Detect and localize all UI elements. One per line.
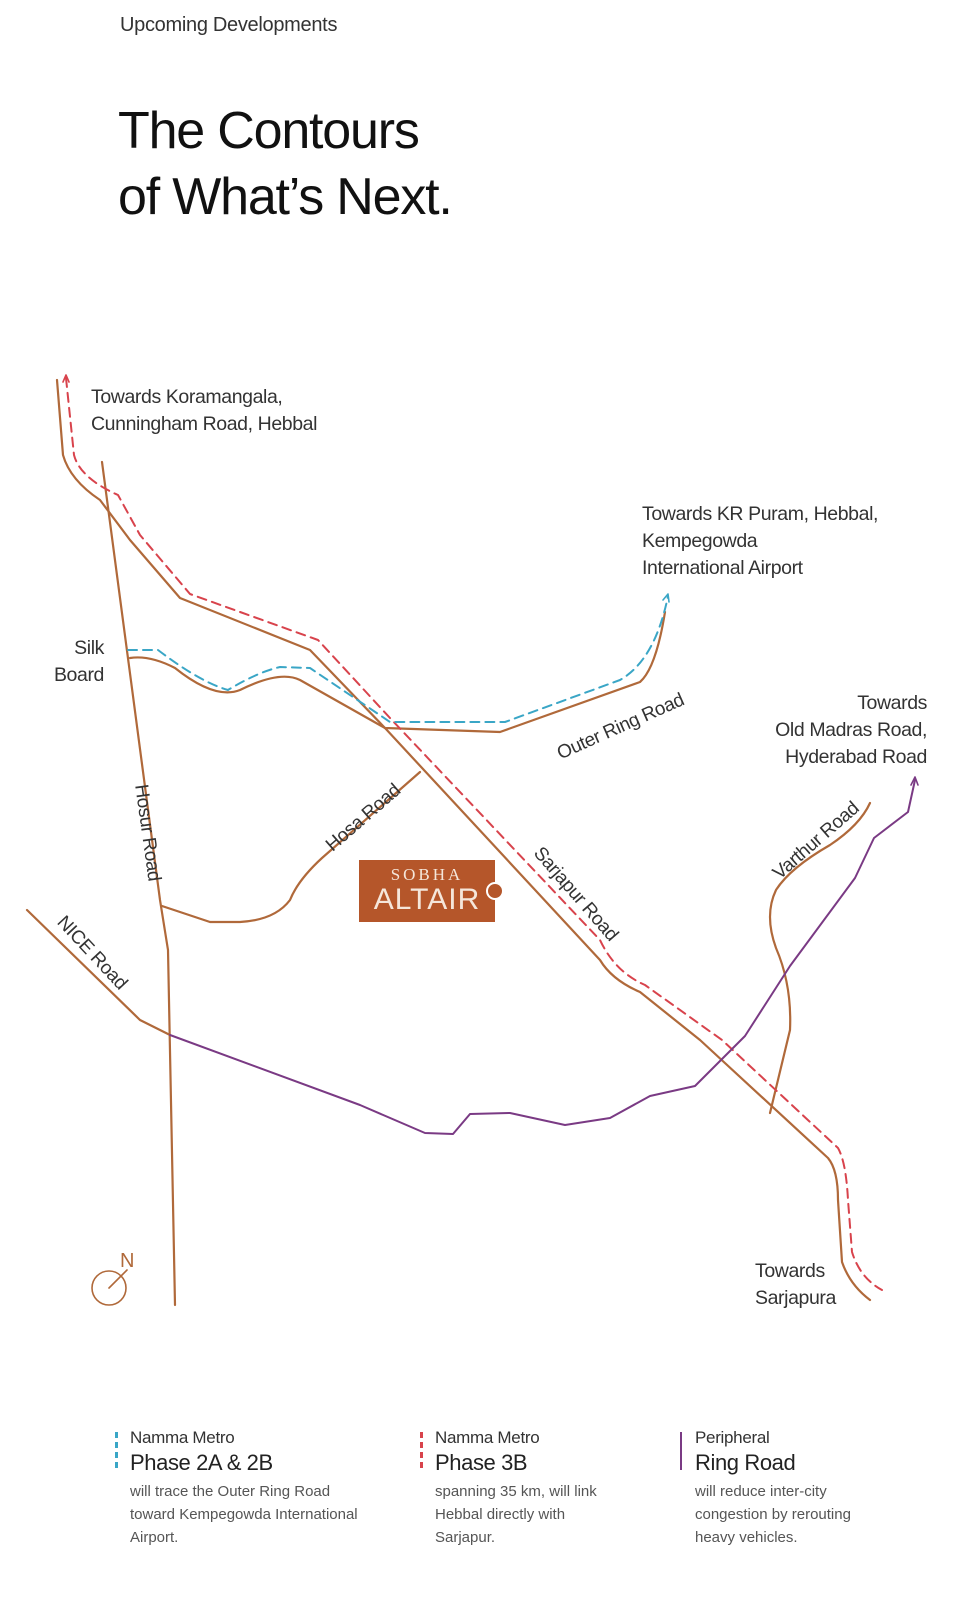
legend-item-peripheral-ring-road: Peripheral Ring Road will reduce inter-c… xyxy=(680,1428,875,1549)
logo-brand: SOBHA xyxy=(390,865,464,884)
legend-kicker: Namma Metro xyxy=(130,1428,235,1447)
nice-road-line xyxy=(25,908,172,1037)
compass-icon xyxy=(91,1269,128,1306)
section-eyebrow: Upcoming Developments xyxy=(120,14,338,36)
sobha-altair-logo: SOBHA ALTAIR xyxy=(359,860,495,922)
legend-description: spanning 35 km, will link Hebbal directl… xyxy=(435,1483,597,1546)
legend-kicker: Peripheral xyxy=(695,1428,770,1447)
label-line: Towards KR Puram, Hebbal, xyxy=(642,503,879,525)
hosa-road-line xyxy=(160,770,422,924)
page-title: The Contours of What’s Next. xyxy=(118,98,453,230)
title-line-1: The Contours xyxy=(118,102,420,160)
varthur-road-line xyxy=(768,801,872,1115)
legend-heading: Ring Road xyxy=(695,1450,796,1475)
label-silk-board: Silk Board xyxy=(54,635,104,689)
label-line: Cunningham Road, Hebbal xyxy=(91,413,318,435)
outer-ring-road-line xyxy=(128,610,667,734)
label-line: Towards xyxy=(755,1260,825,1282)
metro-phase-2a-2b-line xyxy=(127,595,669,723)
legend-heading: Phase 2A & 2B xyxy=(130,1450,273,1475)
arrow-airport-icon xyxy=(662,593,670,603)
label-line: Silk xyxy=(74,637,104,659)
blue-dashed-line-icon xyxy=(115,1432,118,1470)
arrow-koramangala-icon xyxy=(62,374,70,383)
purple-line-icon xyxy=(680,1432,682,1470)
label-line: International Airport xyxy=(642,557,803,579)
project-location-marker-icon xyxy=(486,882,504,900)
legend-description: will reduce inter-city congestion by rer… xyxy=(695,1483,851,1546)
label-towards-kr-puram: Towards KR Puram, Hebbal, Kempegowda Int… xyxy=(642,501,878,582)
title-line-2: of What’s Next. xyxy=(118,168,453,226)
label-line: Sarjapura xyxy=(755,1287,836,1309)
label-line: Towards Koramangala, xyxy=(91,386,283,408)
logo-project: ALTAIR xyxy=(373,883,481,916)
label-line: Towards xyxy=(857,692,927,714)
peripheral-ring-road-line xyxy=(169,779,916,1135)
legend-heading: Phase 3B xyxy=(435,1450,528,1475)
label-towards-sarjapura: Towards Sarjapura xyxy=(755,1258,836,1312)
label-towards-koramangala: Towards Koramangala, Cunningham Road, He… xyxy=(91,384,317,438)
metro-phase-3b-line xyxy=(65,377,883,1291)
label-line: Old Madras Road, xyxy=(775,719,927,741)
red-dashed-line-icon xyxy=(420,1432,423,1470)
compass-north-label: N xyxy=(120,1250,135,1272)
legend-kicker: Namma Metro xyxy=(435,1428,540,1447)
sarjapur-road-line xyxy=(55,378,872,1302)
label-towards-old-madras-road: Towards Old Madras Road, Hyderabad Road xyxy=(775,690,927,771)
arrow-oldmadras-icon xyxy=(910,776,919,786)
legend-item-metro-2a-2b: Namma Metro Phase 2A & 2B will trace the… xyxy=(115,1428,360,1549)
label-line: Kempegowda xyxy=(642,530,758,552)
hosur-road-line xyxy=(100,460,177,1307)
label-line: Hyderabad Road xyxy=(785,746,927,768)
label-line: Board xyxy=(53,664,104,686)
legend-item-metro-3b: Namma Metro Phase 3B spanning 35 km, wil… xyxy=(420,1428,605,1549)
legend-description: will trace the Outer Ring Road toward Ke… xyxy=(130,1483,358,1546)
